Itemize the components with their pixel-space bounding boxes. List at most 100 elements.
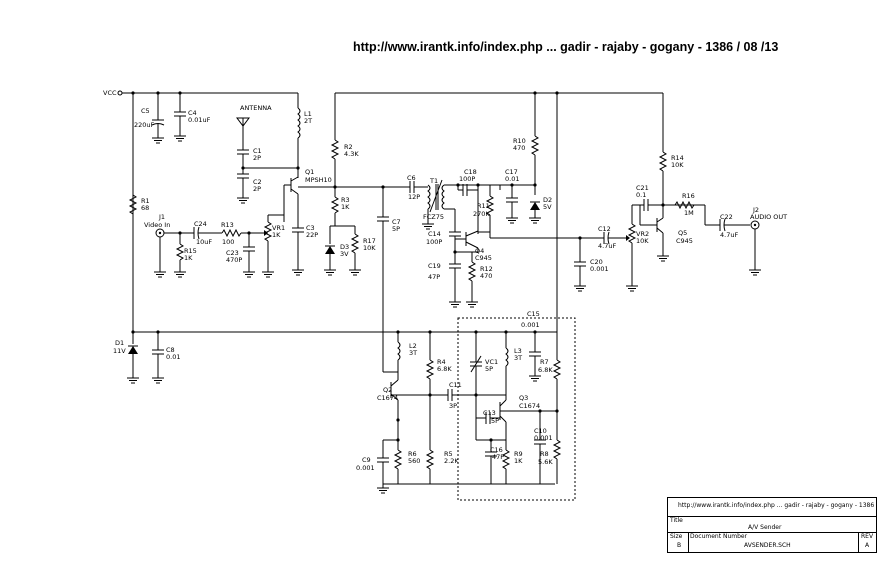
vr2-ref: VR2 <box>636 230 649 238</box>
c21-ref: C21 <box>636 184 649 192</box>
r9-ref: R9 <box>514 450 523 458</box>
c12-value: 4.7uF <box>598 242 616 250</box>
c12-ref: C12 <box>598 225 611 233</box>
c8-value: 0.01 <box>166 353 180 361</box>
r15-value: 1K <box>184 254 193 262</box>
c16-capacitor <box>485 440 497 484</box>
r13-ref: R13 <box>221 221 234 229</box>
rev-value: A <box>865 542 870 549</box>
j2-ref: J2 <box>752 206 759 214</box>
c10-capacitor <box>534 411 546 484</box>
c4-value: 0.01uF <box>188 116 211 124</box>
r6-ref: R6 <box>408 450 417 458</box>
r16-resistor <box>674 200 695 210</box>
c15-value: 0.001 <box>521 321 540 329</box>
r1-ref: R1 <box>141 197 150 205</box>
vr1-ref: VR1 <box>272 224 285 232</box>
r10-value: 470 <box>513 144 525 152</box>
c11-ref: C11 <box>449 381 462 389</box>
video-in-label: Video In <box>144 221 170 229</box>
t1-value: FCZ75 <box>423 213 444 221</box>
t1-ref: T1 <box>429 177 438 185</box>
r6-value: 560 <box>408 457 420 465</box>
c15-ref: C15 <box>527 310 540 318</box>
c18-capacitor <box>456 183 480 234</box>
c18-value: 100P <box>459 175 475 183</box>
r11-ref: R11 <box>477 202 490 210</box>
c20-ref: C20 <box>590 258 603 266</box>
r9-value: 1K <box>514 457 523 465</box>
size-value: B <box>677 542 682 549</box>
l1-inductor <box>296 107 301 170</box>
docnum-label: Document Number <box>690 533 748 540</box>
r15-resistor <box>173 231 187 278</box>
r12-value: 470 <box>480 272 492 280</box>
audio-out-label: AUDIO OUT <box>750 213 787 221</box>
r4-value: 6.8K <box>437 365 452 373</box>
l1-ref: L1 <box>304 110 312 118</box>
c1-value: 2P <box>253 154 261 162</box>
r2-resistor <box>330 91 663 187</box>
d3-ref: D3 <box>340 243 349 251</box>
r17-ref: R17 <box>363 237 376 245</box>
c1-ref: C1 <box>253 147 262 155</box>
d3-value: 3V <box>340 250 349 258</box>
q4-ref: Q4 <box>475 247 484 255</box>
c7-value: 5P <box>392 225 400 233</box>
vr1-potentiometer <box>261 214 284 278</box>
q4-transistor <box>455 230 585 253</box>
vc1-value: 5P <box>485 365 493 373</box>
q3-value: C1674 <box>519 402 540 410</box>
vc1-trimmer <box>470 332 482 397</box>
r11-value: 270K <box>473 210 490 218</box>
docnum-value: AVSENDER.SCH <box>744 542 791 549</box>
r13-value: 100 <box>222 238 234 246</box>
r8-ref: R8 <box>540 450 549 458</box>
11v-rail <box>131 93 558 334</box>
d3-zener <box>323 226 337 276</box>
r4-ref: R4 <box>437 358 446 366</box>
l2-ref: L2 <box>409 342 417 350</box>
c21-value: 0.1 <box>636 191 646 199</box>
l3-inductor <box>476 332 509 396</box>
l1-value: 2T <box>304 117 312 125</box>
c8-capacitor <box>151 332 165 384</box>
r1-value: 68 <box>141 204 149 212</box>
vr2-value: 10K <box>636 237 649 245</box>
d2-value: 5V <box>543 203 552 211</box>
c24-ref: C24 <box>194 220 207 228</box>
c5-capacitor <box>151 93 165 144</box>
c8-ref: C8 <box>166 346 175 354</box>
q1-transistor <box>283 168 299 222</box>
c23-value: 470P <box>226 256 242 264</box>
r6-resistor <box>383 449 555 485</box>
q2-transistor <box>390 372 430 450</box>
vcc-rail <box>117 90 299 332</box>
c19-ref: C19 <box>428 262 441 270</box>
r8-value: 5.6K <box>538 458 553 466</box>
c4-capacitor <box>173 93 187 142</box>
r11-resistor <box>485 185 495 238</box>
oscillator-shield-box <box>457 317 576 501</box>
c23-ref: C23 <box>226 249 239 257</box>
q2-ref: Q2 <box>383 386 392 394</box>
vr1-value: 1K <box>272 231 281 239</box>
r15-ref: R15 <box>184 247 197 255</box>
j1-ref: J1 <box>158 213 165 221</box>
c6-value: 12P <box>408 193 420 201</box>
antenna-icon <box>236 117 250 150</box>
r4-resistor <box>425 332 435 440</box>
c14-ref: C14 <box>428 230 441 238</box>
vr2-potentiometer <box>625 205 639 292</box>
c18-ref: C18 <box>464 168 477 176</box>
antenna-label: ANTENNA <box>240 104 272 112</box>
c7-ref: C7 <box>392 218 401 226</box>
c9-ref: C9 <box>362 456 371 464</box>
q1-value: MPSH10 <box>305 176 332 184</box>
r7-value: 6.8K <box>538 366 553 374</box>
l3-value: 3T <box>514 354 522 362</box>
c13-ref: C13 <box>483 409 496 417</box>
c5-value: 220uF <box>134 121 155 129</box>
c5-ref: C5 <box>141 107 150 115</box>
r1-resistor <box>128 194 138 215</box>
